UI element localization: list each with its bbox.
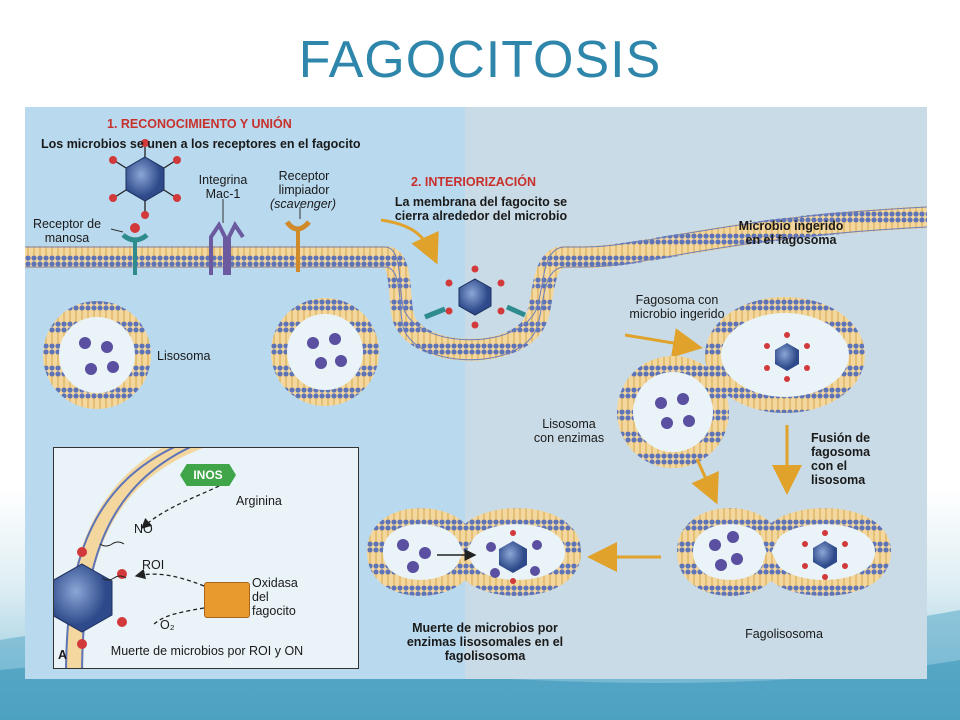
cell-membrane xyxy=(25,206,927,361)
lysosome-2 xyxy=(271,298,379,406)
label-receptor-manosa: Receptor de manosa xyxy=(32,217,102,245)
scavenger-receptor xyxy=(284,220,311,272)
label-scavenger: (scavenger) xyxy=(270,197,336,211)
label-receptor-limpiador: Receptor limpiador xyxy=(278,169,330,197)
mannose-receptor xyxy=(121,223,149,275)
integrin-mac1 xyxy=(209,221,245,275)
lysosome-1 xyxy=(43,301,151,409)
microbe-engulfed xyxy=(445,265,505,329)
phagocytosis-figure: INOS Arginina NO ROI Oxidasa del fagocit… xyxy=(25,107,927,679)
label-microbio-ingerido: Microbio ingerido en el fagosoma xyxy=(738,219,844,247)
label-muerte-enzimas: Muerte de microbios por enzimas lisosoma… xyxy=(406,621,564,663)
microbe-top xyxy=(109,139,181,219)
step1-description: Los microbios se unen a los receptores e… xyxy=(41,137,361,151)
oxidase-box xyxy=(204,582,250,618)
label-lisosoma-enzimas: Lisosoma con enzimas xyxy=(533,417,605,445)
label-roi: ROI xyxy=(142,558,165,572)
label-o2: O₂ xyxy=(160,618,175,632)
label-lisosoma: Lisosoma xyxy=(157,349,211,363)
step2-description: La membrana del fagocito se cierra alred… xyxy=(394,195,568,223)
label-fusion: Fusión de fagosoma con el lisosoma xyxy=(811,431,871,487)
phagolysosome xyxy=(676,508,892,596)
panel-letter: A xyxy=(58,648,68,662)
label-integrina: Integrina Mac-1 xyxy=(198,173,248,201)
step2-title: 2. INTERIORIZACIÓN xyxy=(411,175,537,189)
step1-title: 1. RECONOCIMIENTO Y UNIÓN xyxy=(107,117,292,131)
inset-caption: Muerte de microbios por ROI y ON xyxy=(110,644,304,658)
label-no: NO xyxy=(134,522,153,536)
lysosome-enzymes xyxy=(617,356,729,468)
label-fagosoma: Fagosoma con microbio ingerido xyxy=(629,293,725,321)
label-fagolisosoma: Fagolisosoma xyxy=(745,627,823,641)
slide-title: FAGOCITOSIS xyxy=(298,31,662,89)
roi-no-inset: INOS Arginina NO ROI Oxidasa del fagocit… xyxy=(53,447,359,669)
phagosome xyxy=(705,297,865,413)
figure-graphics xyxy=(25,107,927,679)
inset-graphics xyxy=(54,448,220,668)
inos-badge: INOS xyxy=(180,464,236,486)
label-oxidasa: Oxidasa del fagocito xyxy=(252,576,298,618)
label-arginina: Arginina xyxy=(236,494,282,508)
killing-phagolysosome xyxy=(366,508,582,596)
